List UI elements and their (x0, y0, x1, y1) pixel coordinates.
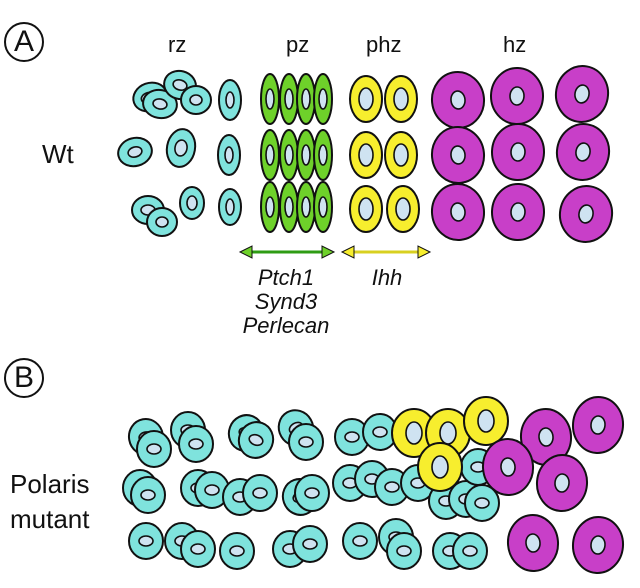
prehypertrophic-cell (386, 185, 420, 233)
pz-genes: Ptch1 Synd3 Perlecan (236, 266, 336, 338)
proliferative-cell (279, 73, 299, 125)
gene-ihh: Ihh (371, 265, 403, 290)
proliferative-cell (260, 181, 280, 233)
phz-double-arrow (340, 245, 432, 259)
resting-cell (452, 532, 488, 570)
resting-cell (128, 522, 164, 560)
panel-b-label: B (4, 358, 44, 398)
resting-cell (292, 525, 328, 563)
zone-label-pz: pz (286, 32, 310, 57)
prehypertrophic-cell (384, 75, 418, 123)
gene-ptch1: Ptch1 (257, 265, 315, 290)
proliferative-cell (279, 129, 299, 181)
prehypertrophic-cell (384, 131, 418, 179)
resting-cell (237, 421, 275, 459)
hypertrophic-cell (490, 123, 546, 181)
hypertrophic-cell (535, 454, 589, 512)
proliferative-cell (313, 73, 333, 125)
wt-row-label: Wt (42, 139, 74, 169)
proliferative-cell (313, 181, 333, 233)
proliferative-cell (260, 129, 280, 181)
mutant-row-label-line1: Polaris (10, 469, 90, 499)
hypertrophic-cell (554, 65, 610, 123)
gene-perlecan: Perlecan (242, 313, 330, 338)
resting-cell (146, 207, 178, 237)
resting-cell (178, 425, 214, 463)
resting-cell (219, 532, 255, 570)
resting-cell (130, 476, 166, 514)
hypertrophic-cell (558, 185, 614, 243)
proliferative-cell (296, 73, 316, 125)
proliferative-cell (313, 129, 333, 181)
proliferative-cell (296, 181, 316, 233)
resting-cell (294, 474, 330, 512)
resting-cell (179, 186, 205, 220)
resting-cell (180, 530, 216, 568)
hypertrophic-cell (571, 396, 625, 454)
gene-synd3: Synd3 (254, 289, 318, 314)
hypertrophic-cell (555, 123, 611, 181)
proliferative-cell (260, 73, 280, 125)
proliferative-cell (296, 129, 316, 181)
hypertrophic-cell (490, 183, 546, 241)
zone-label-phz: phz (366, 32, 402, 57)
resting-cell (142, 88, 178, 120)
hypertrophic-cell (430, 71, 486, 129)
hypertrophic-cell (430, 126, 486, 184)
resting-cell (386, 532, 422, 570)
prehypertrophic-cell (463, 396, 509, 446)
resting-cell (362, 413, 398, 451)
resting-cell (242, 474, 278, 512)
resting-cell (342, 522, 378, 560)
resting-cell (218, 79, 242, 121)
resting-cell (180, 85, 212, 115)
zone-label-rz: rz (168, 32, 187, 57)
mutant-row-label-line2: mutant (10, 504, 90, 534)
resting-cell (117, 136, 153, 168)
hypertrophic-cell (430, 183, 486, 241)
prehypertrophic-cell (417, 442, 463, 492)
resting-cell (374, 468, 410, 506)
hypertrophic-cell (506, 514, 560, 572)
hypertrophic-cell (489, 67, 545, 125)
hypertrophic-cell (481, 438, 535, 496)
hypertrophic-cell (571, 516, 625, 574)
panel-a-label: A (4, 22, 44, 62)
resting-cell (218, 188, 242, 226)
resting-cell (288, 423, 324, 461)
resting-cell (136, 430, 172, 468)
resting-cell (217, 134, 241, 176)
prehypertrophic-cell (349, 75, 383, 123)
proliferative-cell (279, 181, 299, 233)
resting-cell (194, 471, 230, 509)
zone-label-hz: hz (503, 32, 527, 57)
prehypertrophic-cell (349, 131, 383, 179)
resting-cell (165, 128, 197, 168)
pz-double-arrow (238, 245, 336, 259)
prehypertrophic-cell (349, 185, 383, 233)
phz-genes: Ihh (360, 266, 414, 290)
